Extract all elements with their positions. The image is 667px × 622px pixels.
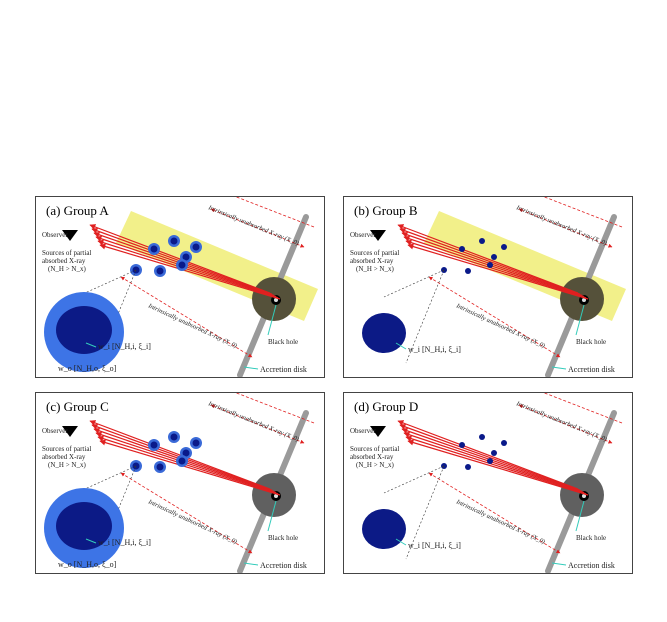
absorbing-clump (192, 439, 200, 447)
bottom-arrow-label: Intrinsically unabsorbed X-ray (X_0) (146, 498, 238, 546)
absorbing-clump (178, 261, 186, 269)
outer-absorber-label: w_o [N_H,o, ξ_o] (58, 560, 117, 569)
observer-icon (370, 230, 386, 241)
inner-absorber-label: w_i [N_H,i, ξ_i] (408, 345, 461, 354)
diagram-c: (c) Group C Intrinsically unabsorbed X-ra… (42, 393, 315, 573)
panel-group-c: (c) Group C Intrinsically unabsorbed X-ra… (35, 392, 325, 574)
xray-ray (405, 435, 587, 495)
absorbing-clump (156, 267, 164, 275)
absorbing-clump (182, 253, 190, 261)
diagram-b: (b) Group B Intrinsically unabsorbed X-ra… (350, 197, 626, 377)
observer-icon (62, 230, 78, 241)
inner-absorber-label: w_i [N_H,i, ξ_i] (408, 541, 461, 550)
absorbing-clump (465, 464, 471, 470)
absorbing-clump (150, 245, 158, 253)
absorbing-clump (479, 434, 485, 440)
bottom-boundary (428, 472, 561, 554)
observer-label: Observer (42, 231, 68, 239)
absorbing-clump (459, 442, 465, 448)
diagram-a: (a) Group A Intrinsically unabsorbed X-ra… (42, 197, 318, 377)
xray-ray (97, 435, 279, 495)
top-arrow-label: Intrinsically unabsorbed X-ray (X_0) (514, 400, 607, 443)
bottom-arrow-label: Intrinsically unabsorbed X-ray (X_0) (454, 498, 546, 546)
absorbing-clump (491, 254, 497, 260)
sources-label-2: absorbed X-ray (42, 257, 86, 265)
top-arrow-label: Intrinsically unabsorbed X-ray (X_0) (206, 400, 299, 443)
clump-zoom-core (362, 313, 406, 353)
sources-label-1: Sources of partial (42, 445, 91, 453)
absorbing-clump (487, 458, 493, 464)
panel-group-b: (b) Group B Intrinsically unabsorbed X-ra… (343, 196, 633, 378)
sources-label-3: (N_H > N_x) (48, 265, 86, 273)
xray-ray (397, 420, 579, 490)
absorbing-clump (487, 262, 493, 268)
observer-icon (62, 426, 78, 437)
xray-ray (89, 420, 271, 490)
observer-label: Observer (350, 427, 376, 435)
absorbing-clump (459, 246, 465, 252)
xray-ray (399, 424, 581, 491)
top-arrow-label: Intrinsically unabsorbed X-ray (X_0) (206, 204, 299, 247)
accretion-disk-label: Accretion disk (568, 365, 615, 374)
absorbing-clump (465, 268, 471, 274)
absorbing-clump (501, 244, 507, 250)
black-hole-label: Black hole (268, 534, 298, 542)
absorbing-clump (170, 433, 178, 441)
observer-label: Observer (42, 427, 68, 435)
accretion-disk-label: Accretion disk (568, 561, 615, 570)
accretion-disk-label: Accretion disk (260, 561, 307, 570)
sources-label-3: (N_H > N_x) (356, 265, 394, 273)
panel-group-a: (a) Group A Intrinsically unabsorbed X-ra… (35, 196, 325, 378)
panel-title: (d) Group D (354, 399, 418, 414)
observer-icon (370, 426, 386, 437)
outer-absorber-label: w_o [N_H,o, ξ_o] (58, 364, 117, 373)
clump-zoom-core (362, 509, 406, 549)
panel-group-d: (d) Group D Intrinsically unabsorbed X-ra… (343, 392, 633, 574)
panel-title: (b) Group B (354, 203, 418, 218)
black-hole-label: Black hole (268, 338, 298, 346)
inner-absorber-label: w_i [N_H,i, ξ_i] (98, 538, 151, 547)
sources-label-3: (N_H > N_x) (48, 461, 86, 469)
sources-label-1: Sources of partial (42, 249, 91, 257)
absorbing-clump (192, 243, 200, 251)
absorbing-clump (479, 238, 485, 244)
absorbing-clump (182, 449, 190, 457)
xray-ray (407, 439, 589, 496)
bottom-boundary (120, 472, 253, 554)
absorbing-clump (501, 440, 507, 446)
absorbing-clump (491, 450, 497, 456)
black-hole-label: Black hole (576, 534, 606, 542)
absorbing-clump (156, 463, 164, 471)
absorbing-clump (150, 441, 158, 449)
bottom-arrow-label: Intrinsically unabsorbed X-ray (X_0) (146, 302, 238, 350)
xray-ray (403, 431, 585, 494)
sources-label-1: Sources of partial (350, 249, 399, 257)
accretion-disk-label: Accretion disk (260, 365, 307, 374)
panel-title: (c) Group C (46, 399, 109, 414)
bottom-boundary (428, 276, 561, 358)
top-arrow-label: Intrinsically unabsorbed X-ray (X_0) (514, 204, 607, 247)
sources-label-1: Sources of partial (350, 445, 399, 453)
clump-zoom-core (56, 306, 112, 354)
panel-title: (a) Group A (46, 203, 109, 218)
bottom-boundary (120, 276, 253, 358)
diagram-d: (d) Group D Intrinsically unabsorbed X-ra… (350, 393, 623, 573)
sources-label-2: absorbed X-ray (350, 453, 394, 461)
sources-label-2: absorbed X-ray (42, 453, 86, 461)
absorbing-clump (170, 237, 178, 245)
black-hole-label: Black hole (576, 338, 606, 346)
sources-label-2: absorbed X-ray (350, 257, 394, 265)
sources-label-3: (N_H > N_x) (356, 461, 394, 469)
clump-zoom-core (56, 502, 112, 550)
absorbing-clump (178, 457, 186, 465)
bottom-arrow-label: Intrinsically unabsorbed X-ray (X_0) (454, 302, 546, 350)
inner-absorber-label: w_i [N_H,i, ξ_i] (98, 342, 151, 351)
observer-label: Observer (350, 231, 376, 239)
